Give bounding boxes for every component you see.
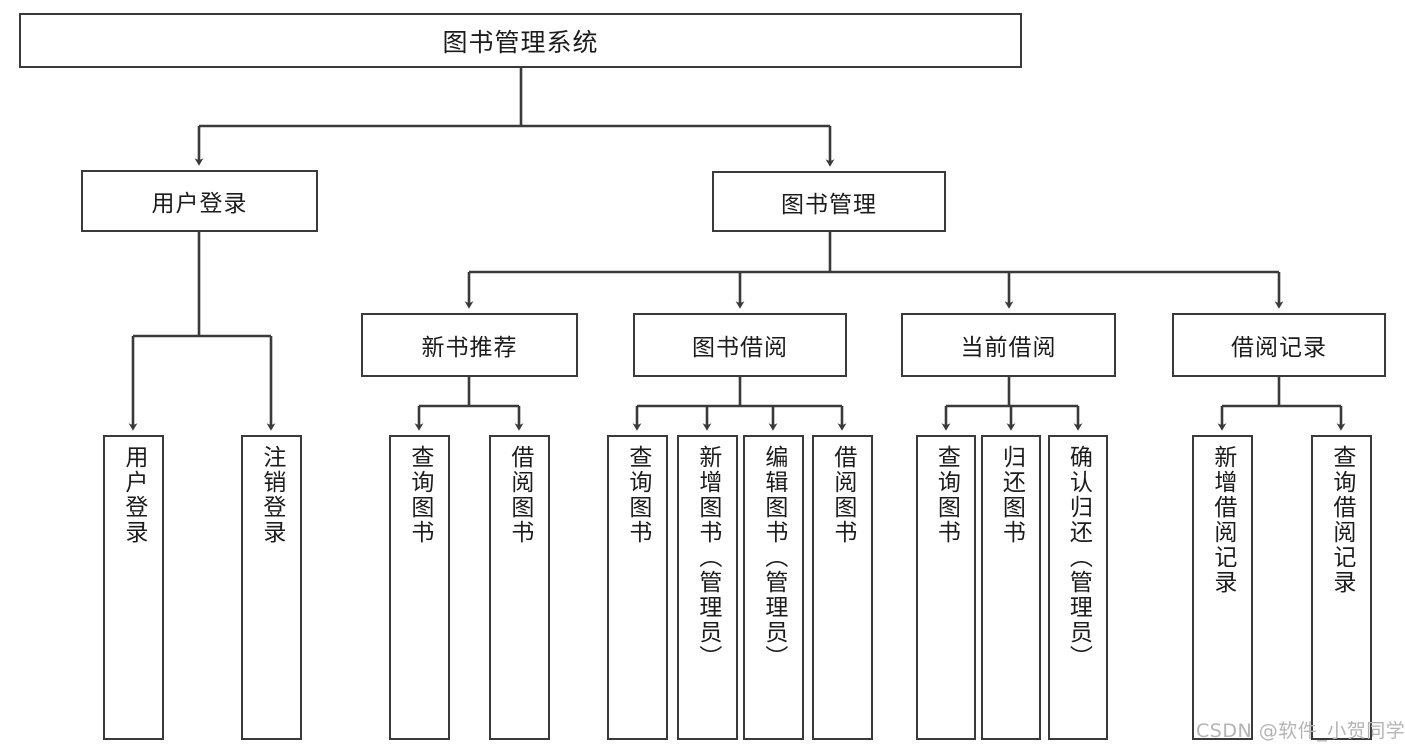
csdn-watermark: CSDN @软件_小贺同学 — [1196, 720, 1405, 742]
leaf-label: 查询图书 — [406, 445, 433, 545]
leaf-label: 归还图书 — [998, 445, 1025, 545]
leaf-current-confirm-return[interactable]: 确认归还（管理员） — [1048, 435, 1108, 740]
leaf-borrow-query-book[interactable]: 查询图书 — [607, 435, 668, 740]
leaf-label: 借阅图书 — [829, 445, 856, 545]
node-borrow-record-label: 借阅记录 — [1231, 335, 1327, 361]
leaf-current-query-book[interactable]: 查询图书 — [916, 435, 976, 740]
node-root-system[interactable]: 图书管理系统 — [19, 13, 1022, 68]
leaf-record-query[interactable]: 查询借阅记录 — [1311, 435, 1372, 740]
leaf-new-book-query[interactable]: 查询图书 — [389, 435, 450, 740]
node-new-book-recommend[interactable]: 新书推荐 — [361, 313, 578, 377]
leaf-label: 查询图书 — [624, 445, 651, 545]
leaf-label: 新增借阅记录 — [1209, 445, 1236, 595]
leaf-current-return-book[interactable]: 归还图书 — [981, 435, 1041, 740]
node-book-management-label: 图书管理 — [781, 191, 877, 218]
node-new-book-recommend-label: 新书推荐 — [421, 335, 518, 361]
node-user-login-label: 用户登录 — [151, 191, 248, 217]
leaf-label: 借阅图书 — [506, 445, 533, 545]
node-current-borrow[interactable]: 当前借阅 — [901, 313, 1116, 377]
leaf-new-book-borrow[interactable]: 借阅图书 — [489, 435, 550, 740]
leaf-user-login-logout[interactable]: 注销登录 — [241, 435, 302, 740]
leaf-borrow-add-book[interactable]: 新增图书（管理员） — [677, 435, 738, 740]
leaf-label: 注销登录 — [258, 445, 285, 545]
leaf-user-login-login[interactable]: 用户登录 — [103, 435, 164, 740]
node-book-borrow[interactable]: 图书借阅 — [633, 313, 847, 377]
node-current-borrow-label: 当前借阅 — [960, 335, 1057, 361]
leaf-label: 查询图书 — [933, 445, 960, 545]
leaf-record-add[interactable]: 新增借阅记录 — [1192, 435, 1253, 740]
leaf-label: 新增图书（管理员） — [694, 445, 721, 670]
node-user-login[interactable]: 用户登录 — [81, 170, 318, 232]
leaf-borrow-borrow-book[interactable]: 借阅图书 — [812, 435, 873, 740]
node-book-management[interactable]: 图书管理 — [712, 171, 946, 232]
node-root-label: 图书管理系统 — [442, 27, 599, 57]
leaf-label: 用户登录 — [120, 445, 147, 545]
node-book-borrow-label: 图书借阅 — [692, 335, 788, 361]
leaf-label: 查询借阅记录 — [1328, 445, 1355, 595]
leaf-label: 编辑图书（管理员） — [760, 445, 787, 670]
leaf-borrow-edit-book[interactable]: 编辑图书（管理员） — [743, 435, 804, 740]
node-borrow-record[interactable]: 借阅记录 — [1172, 313, 1386, 377]
leaf-label: 确认归还（管理员） — [1065, 445, 1092, 670]
